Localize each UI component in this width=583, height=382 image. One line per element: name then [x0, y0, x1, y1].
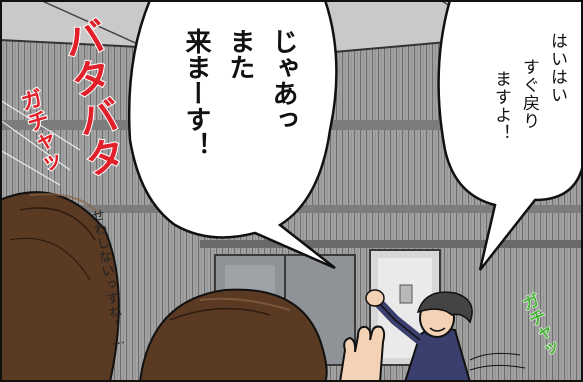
right-speech-bubble-shape	[437, 0, 583, 271]
speed-lines	[0, 99, 81, 186]
foreground-character-left	[0, 191, 120, 382]
left-bubble-line-1: じゃあっ	[268, 28, 298, 132]
building-band	[200, 240, 583, 248]
left-bubble-line-2: また	[225, 28, 255, 80]
raised-hand	[338, 325, 386, 382]
right-bubble-line-3: ますよ！	[491, 70, 511, 142]
right-bubble-line-2: すぐ戻り	[519, 58, 539, 130]
left-bubble-line-3: 来まーす！	[181, 28, 211, 158]
left-speech-bubble-shape	[127, 0, 338, 270]
running-man	[365, 289, 526, 382]
right-bubble-line-1: はいはい	[547, 32, 567, 104]
foreground-character-center	[138, 288, 328, 382]
